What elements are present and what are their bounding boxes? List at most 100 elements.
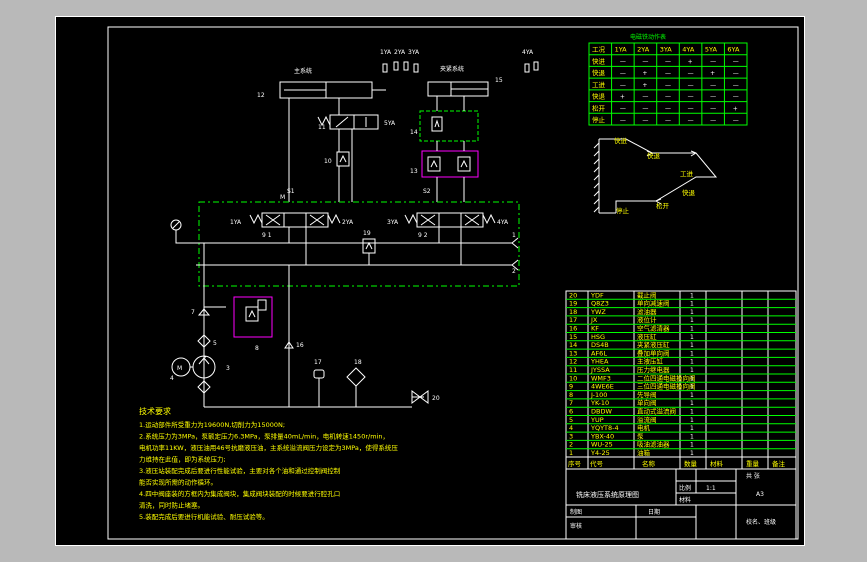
action-header-1: 1YA (615, 46, 628, 54)
tech-req-line: 4.四中阀座装的方框内为集成阀块，集成阀块装配的时候要进行腔孔口 (139, 489, 340, 498)
technical-requirements: 技术要求 1.运动部件所受重力为19600N,切削力为15000N;2.系统压力… (139, 406, 398, 521)
part-code: Y4-25 (590, 449, 610, 457)
action-cell: — (665, 82, 671, 89)
part-row: 6 (569, 408, 573, 416)
part-qty: 1 (690, 367, 694, 374)
part-code: YHEA (590, 358, 609, 366)
relief-valve-8: 8 (233, 296, 273, 352)
action-cell: — (688, 70, 694, 77)
part-name: 油箱 (637, 448, 651, 457)
action-cell: — (642, 105, 648, 112)
part-code: KF (591, 325, 599, 333)
label-17: 17 (314, 359, 322, 366)
hdr-code: 代号 (590, 459, 604, 468)
part-name: 叠加单向阀 (637, 348, 670, 357)
action-header-0: 工况 (592, 46, 606, 54)
action-header-6: 6YA (727, 46, 740, 54)
action-cell: 快进 (592, 56, 606, 65)
action-cell: — (710, 117, 716, 124)
switch-label-2: 2YA (394, 49, 406, 56)
part-row: 11 (569, 366, 577, 374)
cycle-fast-back: 快退 (647, 151, 661, 160)
hdr-name: 名称 (642, 459, 656, 468)
part-qty: 1 (690, 409, 694, 416)
tech-req-line: 电机功率11KW，液压油用46号抗磨液压油，主系统溢流阀压力设定为3MPa，使得… (139, 443, 398, 452)
action-cell: — (688, 82, 694, 89)
action-cell: — (710, 105, 716, 112)
action-cell: + (620, 94, 625, 101)
action-cell: — (733, 82, 739, 89)
page-count: 共 张 (746, 472, 760, 480)
part-row: 13 (569, 349, 577, 357)
label-18: 18 (354, 359, 362, 366)
part-qty: 1 (690, 342, 694, 349)
hdr-seq: 序号 (568, 459, 582, 468)
hydraulic-lock-13: 13 (410, 150, 479, 178)
hdr-material: 材料 (710, 459, 724, 468)
part-qty: 1 (690, 309, 694, 316)
valve11-coil: 5YA (384, 120, 396, 127)
action-cell: + (642, 82, 647, 89)
label-7: 7 (191, 309, 195, 316)
scale-value: 1:1 (706, 485, 716, 492)
tech-req-line: 能否实现所需的动作循环。 (139, 478, 217, 487)
suction-filter-2 (197, 380, 211, 394)
action-cell: — (733, 70, 739, 77)
part-code: YWZ (590, 308, 606, 316)
label-20: 20 (432, 395, 440, 402)
action-cell: — (620, 105, 626, 112)
tech-req-line: 2.系统压力为3MPa，泵额定压力6.3MPa，泵排量40mL/min，电机转速… (139, 432, 389, 441)
part-code: 4WE6E (591, 383, 614, 391)
part-code: HSG (591, 333, 605, 341)
action-cell: — (710, 94, 716, 101)
action-cell: + (710, 70, 715, 77)
part-name: 直动式溢流阀 (637, 407, 676, 416)
work-cylinder-12: 主系统 12 (257, 67, 386, 99)
action-cell: — (642, 58, 648, 65)
part-code: YK-10 (590, 399, 609, 407)
part-qty: 1 (690, 433, 694, 440)
label-15: 15 (495, 77, 503, 84)
part-qty: 1 (690, 384, 694, 391)
action-cell: — (642, 94, 648, 101)
part-qty: 1 (690, 375, 694, 382)
action-cell: — (688, 117, 694, 124)
action-cell: — (733, 94, 739, 101)
part-row: 4 (569, 424, 573, 432)
hdr-weight: 重量 (746, 460, 760, 468)
cycle-work-feed: 工进 (680, 170, 694, 178)
pipes-right (436, 96, 465, 202)
part-name: 先导阀 (637, 390, 657, 399)
material-label: 材料 (679, 496, 691, 504)
action-cell: — (620, 82, 626, 89)
manifold-block (198, 201, 520, 287)
scale-label: 比例 (679, 484, 691, 492)
action-cell: — (710, 58, 716, 65)
schematic-svg: 主系统 12 1YA 2YA 3YA 5YA 11 10 夹紧系统 15 4YA (107, 26, 799, 540)
part-code: WU-25 (591, 441, 613, 449)
part-code: YDF (590, 291, 604, 299)
valve91-coil-b: 2YA (342, 219, 354, 226)
action-cell: — (710, 82, 716, 89)
tech-req-line: 1.运动部件所受重力为19600N,切削力为15000N; (139, 420, 285, 429)
part-qty: 1 (690, 301, 694, 308)
part-name: 主液压缸 (637, 357, 664, 366)
action-cell: 松开 (592, 103, 606, 112)
check-valve-10: 10 (324, 151, 350, 167)
part-qty: 1 (690, 326, 694, 333)
part-row: 5 (569, 416, 573, 424)
switch-label-1: 1YA (380, 49, 392, 56)
cycle-diagram: 快进 快退 工进 快退 松开 停止 (593, 136, 718, 215)
label-11: 11 (318, 124, 326, 131)
clamp-cylinder-15: 夹紧系统 15 4YA (427, 49, 539, 97)
pressure-return-lines (196, 227, 512, 266)
drawing-frame: 主系统 12 1YA 2YA 3YA 5YA 11 10 夹紧系统 15 4YA (55, 16, 805, 546)
part-code: JYSSA (590, 366, 610, 374)
part-name: 液压缸 (637, 332, 657, 341)
action-header-5: 5YA (705, 46, 718, 54)
part-name: 空气滤清器 (637, 324, 670, 333)
part-code: DS4B (591, 341, 609, 349)
part-qty: 1 (690, 292, 694, 299)
part-name: 溢流阀 (637, 415, 657, 424)
motor-pump: M 4 3 (170, 355, 230, 382)
